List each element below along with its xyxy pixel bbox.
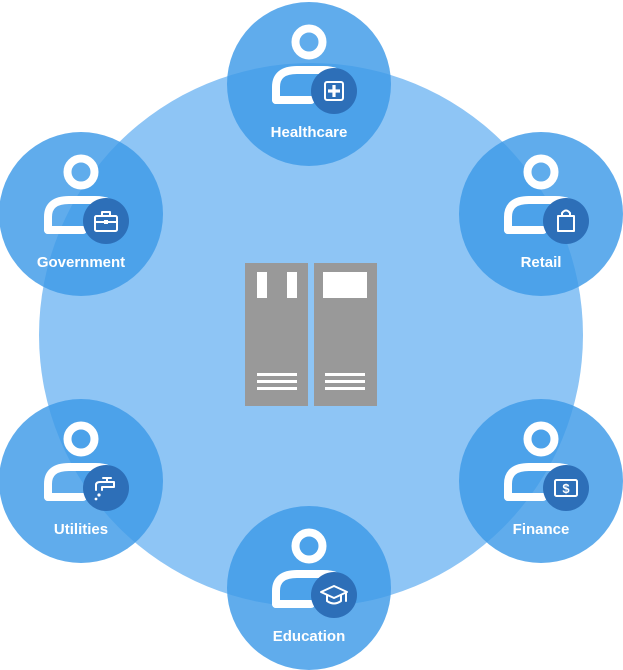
hub-circle — [39, 63, 583, 607]
node-label: Finance — [513, 521, 570, 538]
water-tap-icon — [83, 465, 129, 511]
medical-cross-icon — [311, 68, 357, 114]
person-icon — [272, 24, 345, 104]
shopping-bag-icon — [543, 198, 589, 244]
node-label: Retail — [521, 254, 562, 271]
dollar-bill-icon: $ — [543, 465, 589, 511]
node-label: Government — [37, 254, 125, 271]
graduation-cap-icon — [311, 572, 357, 618]
node-circle — [459, 399, 623, 563]
node-label: Utilities — [54, 521, 108, 538]
node-circle — [227, 2, 391, 166]
node-label: Education — [273, 628, 346, 645]
briefcase-icon — [83, 198, 129, 244]
node-retail: Retail — [459, 132, 623, 296]
svg-text:$: $ — [562, 481, 570, 496]
node-circle — [227, 506, 391, 670]
node-circle — [459, 132, 623, 296]
server-icon — [245, 263, 377, 406]
node-circle — [0, 399, 163, 563]
node-circle — [0, 132, 163, 296]
node-healthcare: Healthcare — [227, 2, 391, 166]
node-education: Education — [227, 506, 391, 670]
node-finance: $ Finance — [459, 399, 623, 563]
node-utilities: Utilities — [0, 399, 163, 563]
node-government: Government — [0, 132, 163, 296]
node-label: Healthcare — [271, 124, 348, 141]
